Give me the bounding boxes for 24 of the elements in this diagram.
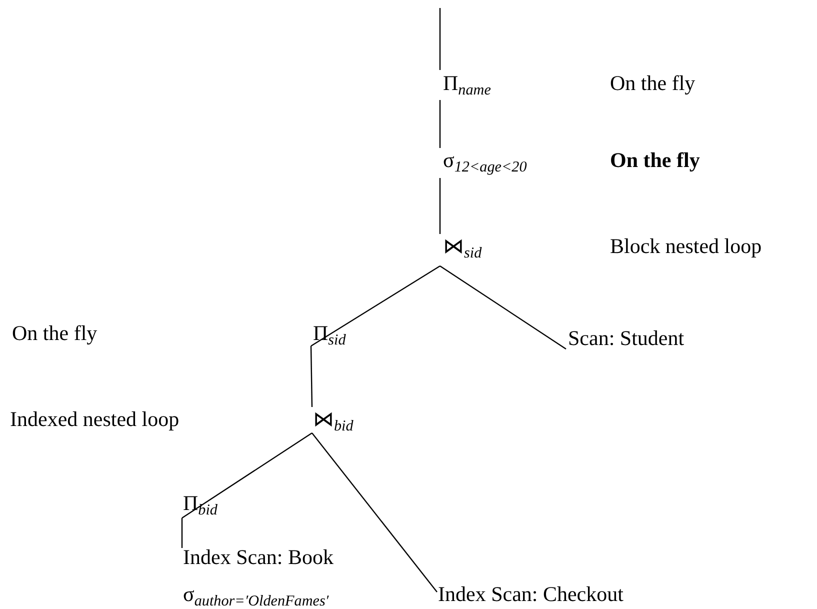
annotation-text: σ$_{author=′OldenFames′}$: [183, 582, 329, 606]
annotation-text: On the fly: [610, 148, 700, 172]
operator-label: Scan: Student: [568, 326, 684, 350]
tree-edge: [181, 518, 183, 548]
operator-label: Index Scan: Checkout: [438, 582, 624, 606]
annotation-text: On the fly: [12, 321, 98, 346]
tree-edge: [310, 346, 313, 408]
operator-label: ⋈$_{sid}$: [443, 234, 482, 258]
tree-edge: [312, 432, 438, 592]
operator-label: Π$_{name}$: [443, 71, 491, 96]
tree-edge: [439, 100, 441, 148]
operator-label: Π$_{bid}$: [183, 491, 218, 516]
tree-edge: [439, 178, 441, 234]
operator-label: ⋈$_{bid}$: [313, 407, 354, 432]
tree-edge: [439, 8, 441, 70]
annotation-text: On the fly: [610, 71, 696, 96]
tree-edge: [182, 432, 312, 518]
annotation-text: Indexed nested loop: [10, 407, 180, 432]
tree-edge: [440, 266, 566, 350]
operator-label: Index Scan: Book: [183, 545, 334, 570]
annotation-text: Block nested loop: [610, 234, 762, 258]
tree-edge: [310, 265, 440, 347]
operator-label: σ$_{12<age<20}$: [443, 148, 527, 172]
operator-label: Π$_{sid}$: [313, 321, 346, 346]
